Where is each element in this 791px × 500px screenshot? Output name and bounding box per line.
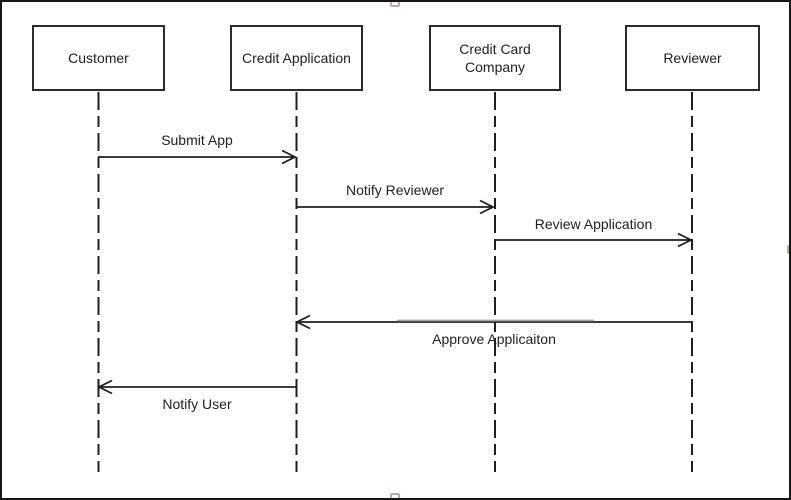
- resize-handle-bottom[interactable]: [390, 493, 400, 498]
- resize-handle-top[interactable]: [390, 2, 400, 7]
- message-arrows: [96, 149, 694, 395]
- message-label-notify-user: Notify User: [162, 396, 232, 412]
- actor-label-reviewer: Reviewer: [663, 49, 722, 66]
- arrowhead-submit-app[interactable]: [281, 149, 298, 165]
- actor-box-credit-card-company[interactable]: Credit Card Company: [429, 25, 561, 91]
- resize-handle-right[interactable]: [787, 245, 789, 254]
- actor-box-reviewer[interactable]: Reviewer: [625, 25, 760, 91]
- arrowhead-approve-application[interactable]: [294, 314, 311, 330]
- actor-box-customer[interactable]: Customer: [32, 25, 165, 91]
- message-label-approve-application: Approve Applicaiton: [432, 331, 556, 347]
- message-label-review-application: Review Application: [534, 216, 653, 232]
- message-label-submit-app: Submit App: [161, 132, 233, 148]
- message-label-notify-reviewer: Notify Reviewer: [345, 182, 445, 198]
- actor-box-credit-application[interactable]: Credit Application: [230, 25, 363, 91]
- actor-label-credit-application: Credit Application: [242, 49, 351, 66]
- arrowhead-notify-reviewer[interactable]: [479, 199, 496, 215]
- actor-label-credit-card-company: Credit Card Company: [459, 40, 531, 75]
- arrowhead-notify-user[interactable]: [96, 379, 113, 395]
- actor-label-customer: Customer: [68, 49, 129, 66]
- lifelines: [97, 92, 693, 472]
- arrowhead-review-application[interactable]: [677, 232, 694, 248]
